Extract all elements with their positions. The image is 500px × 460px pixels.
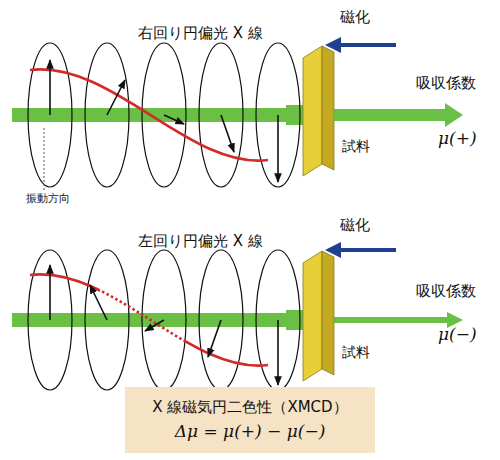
- oscillation-label: 振動方向: [26, 192, 70, 205]
- magnetization-label: 磁化: [340, 216, 370, 234]
- field-curve: [30, 274, 268, 365]
- field-vector: [145, 320, 164, 331]
- polarization-ellipse: [85, 43, 129, 187]
- leader-line: [44, 128, 45, 192]
- field-vector: [277, 115, 279, 182]
- field-vector: [107, 80, 125, 115]
- polarization-ellipse: [199, 43, 243, 187]
- right-circular-panel: [12, 37, 463, 192]
- polarization-ellipse: [199, 250, 243, 390]
- polarization-ellipse: [142, 250, 186, 390]
- sample-slab: [303, 46, 322, 176]
- box-heading: X 線磁気円二色性（XMCD）: [152, 397, 347, 419]
- field-vector: [49, 60, 51, 115]
- absorption-coefficient: μ(+): [438, 128, 477, 148]
- sample-label: 試料: [342, 344, 370, 361]
- field-vector: [164, 115, 184, 124]
- left-circular-panel: [12, 242, 463, 390]
- sample-slab: [322, 251, 334, 375]
- polarization-ellipse: [28, 43, 72, 187]
- formula-box: X 線磁気円二色性（XMCD）Δμ = μ(+) − μ(−): [125, 387, 375, 453]
- transmitted-beam: [334, 103, 463, 127]
- magnetization-arrow: [325, 242, 396, 258]
- sample-slab: [303, 251, 322, 381]
- polarization-ellipse: [256, 43, 300, 187]
- magnetization-label: 磁化: [340, 8, 370, 26]
- formula-text: Δμ = μ(+) − μ(−): [175, 419, 326, 444]
- field-vector: [49, 265, 51, 320]
- sample-label: 試料: [342, 138, 370, 155]
- polarization-ellipse: [28, 250, 72, 390]
- beam-heading: 左回り円偏光 X 線: [138, 232, 263, 250]
- sample-slab: [322, 46, 334, 170]
- field-curve-hidden: [100, 274, 185, 365]
- field-vector: [90, 285, 107, 320]
- absorption-label: 吸収係数: [416, 282, 476, 300]
- field-vector: [277, 320, 279, 385]
- beam-heading: 右回り円偏光 X 線: [138, 24, 263, 42]
- absorption-label: 吸収係数: [416, 74, 476, 92]
- polarization-ellipse: [256, 250, 300, 390]
- field-vector: [208, 320, 221, 357]
- polarization-ellipse: [85, 250, 129, 390]
- field-curve: [30, 69, 268, 160]
- absorption-coefficient: μ(−): [438, 324, 477, 344]
- magnetization-arrow: [325, 37, 396, 53]
- field-vector: [221, 115, 234, 152]
